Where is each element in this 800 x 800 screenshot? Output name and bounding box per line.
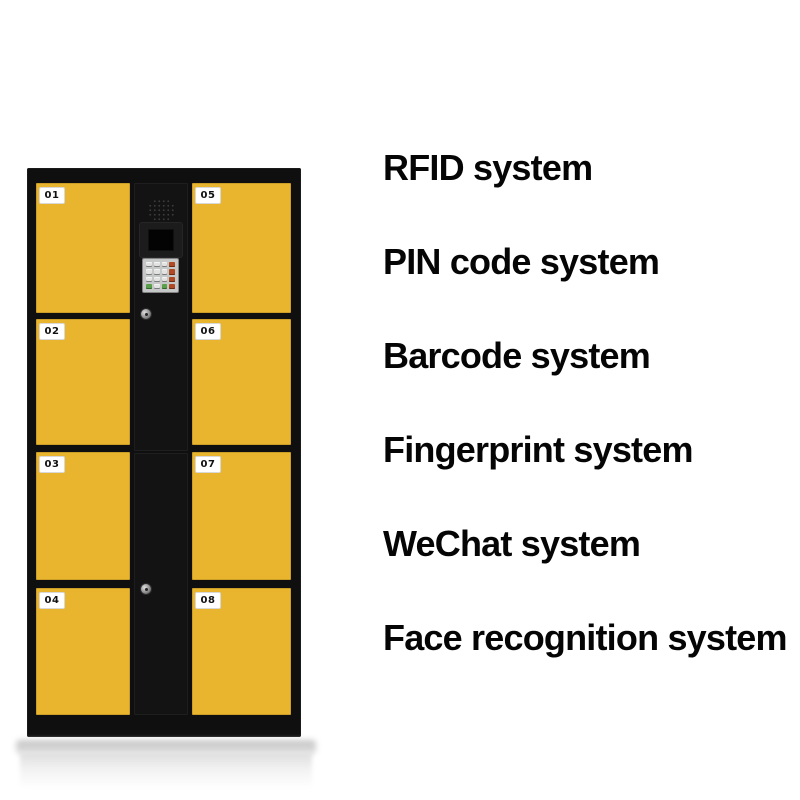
feature-item-face-recognition: Face recognition system [383, 617, 788, 658]
door-number-badge: 05 [195, 187, 221, 204]
locker-door-08: 08 [192, 588, 291, 715]
keypad-button [169, 283, 175, 289]
locker-door-04: 04 [36, 588, 130, 715]
locker-door-01: 01 [36, 183, 130, 313]
feature-item-fingerprint: Fingerprint system [383, 429, 693, 470]
speaker-grille-icon [147, 198, 175, 222]
keypad-button [146, 269, 152, 275]
keypad-button [146, 262, 152, 268]
locker-door-06: 06 [192, 319, 291, 445]
keypad-button [161, 276, 168, 282]
keypad-button [146, 276, 152, 282]
locker-door-05: 05 [192, 183, 291, 313]
feature-item-wechat: WeChat system [383, 523, 641, 564]
keypad-button [169, 262, 175, 268]
keypad-button [161, 283, 168, 289]
door-number-badge: 07 [195, 456, 221, 473]
keypad-button [153, 262, 160, 268]
locker-door-07: 07 [192, 452, 291, 580]
feature-list: RFID system PIN code system Barcode syst… [383, 144, 788, 662]
lock-icon [140, 583, 152, 595]
floor-reflection [20, 752, 312, 790]
display-screen [139, 222, 183, 258]
keypad-button [153, 269, 160, 275]
door-number-badge: 06 [195, 323, 221, 340]
locker-door-03: 03 [36, 452, 130, 580]
door-number-badge: 03 [39, 456, 65, 473]
lock-keyhole [144, 312, 148, 316]
numeric-keypad [142, 258, 179, 293]
lock-keyhole [144, 587, 148, 591]
locker-cabinet: 01 02 03 04 05 06 07 08 [27, 168, 301, 737]
keypad-button [169, 276, 175, 282]
feature-item-barcode: Barcode system [383, 335, 651, 376]
screen-glass [148, 229, 174, 251]
keypad-button [169, 269, 175, 275]
keypad-button [161, 262, 168, 268]
feature-item-rfid: RFID system [383, 147, 593, 188]
keypad-button [153, 283, 160, 289]
keypad-button [161, 269, 168, 275]
door-number-badge: 04 [39, 592, 65, 609]
door-number-badge: 02 [39, 323, 65, 340]
feature-item-pin-code: PIN code system [383, 241, 660, 282]
keypad-button [153, 276, 160, 282]
floor-shadow [16, 740, 316, 754]
keypad-button [146, 283, 152, 289]
door-number-badge: 08 [195, 592, 221, 609]
locker-door-02: 02 [36, 319, 130, 445]
door-number-badge: 01 [39, 187, 65, 204]
lock-icon [140, 308, 152, 320]
